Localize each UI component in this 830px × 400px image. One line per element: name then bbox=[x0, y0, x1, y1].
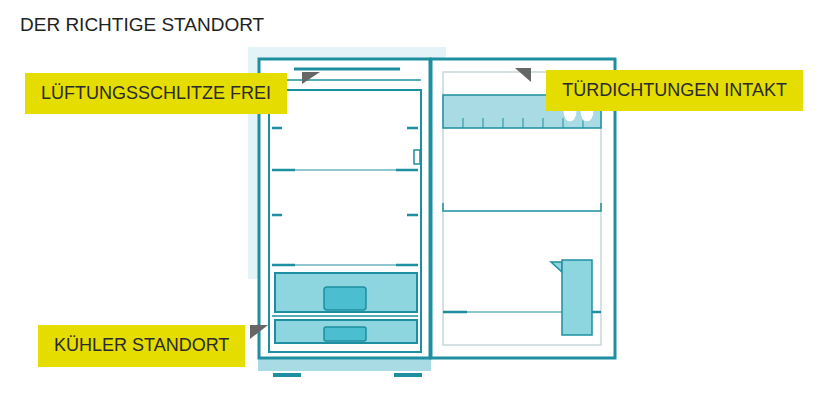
title: DER RICHTIGE STANDORT bbox=[20, 14, 264, 36]
callout-pointer bbox=[515, 68, 531, 82]
shelf bbox=[272, 170, 418, 171]
callout-pointer bbox=[302, 72, 320, 84]
drawer-handle bbox=[324, 327, 366, 341]
bottle bbox=[562, 260, 592, 335]
door-seal bbox=[443, 72, 601, 345]
callout-text: LÜFTUNGSSCHLITZE FREI bbox=[41, 83, 271, 104]
bottle-neck bbox=[551, 262, 562, 272]
callout-text: KÜHLER STANDORT bbox=[54, 335, 229, 356]
drawer-handle bbox=[324, 287, 366, 310]
callout-label: LÜFTUNGSSCHLITZE FREI bbox=[25, 73, 287, 114]
shelf bbox=[272, 315, 418, 317]
shelf-rails bbox=[272, 128, 418, 265]
fridge-interior bbox=[269, 90, 421, 352]
crisper-drawer bbox=[275, 320, 417, 343]
crisper-drawer bbox=[275, 273, 417, 312]
callout-text: TÜRDICHTUNGEN INTAKT bbox=[562, 80, 787, 101]
foot bbox=[394, 373, 422, 377]
door-rail bbox=[443, 311, 467, 314]
fridge-base bbox=[258, 358, 431, 371]
callout-pointer bbox=[250, 325, 268, 339]
callout-label: TÜRDICHTUNGEN INTAKT bbox=[546, 70, 803, 111]
light-switch bbox=[414, 150, 420, 164]
vent-slot bbox=[294, 68, 400, 71]
callout-label: KÜHLER STANDORT bbox=[38, 325, 245, 367]
foot bbox=[273, 373, 301, 377]
shelf bbox=[272, 265, 418, 266]
door-shelf bbox=[443, 203, 601, 211]
vent-line bbox=[269, 79, 421, 81]
